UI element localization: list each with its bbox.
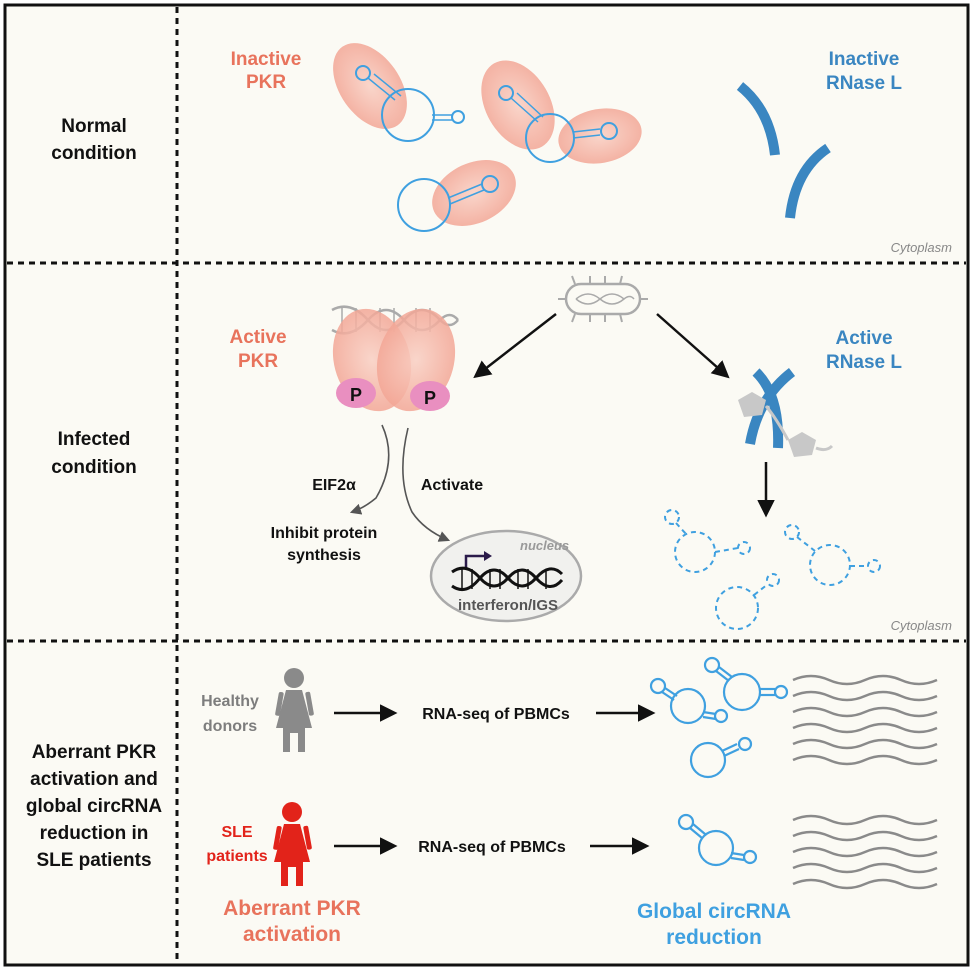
rnaseq-top-label: RNA-seq of PBMCs (422, 706, 570, 723)
cleaved-circrna-1 (664, 509, 751, 573)
row-label-sle-line4: reduction in (40, 823, 149, 844)
healthy-circrna-1 (649, 677, 729, 725)
inhibit-label-line1: Inhibit protein (271, 525, 378, 542)
nucleus: nucleus interferon/IGS (429, 529, 583, 623)
arrow-virus-to-rnase (656, 313, 730, 379)
row-label-normal-line1: Normal (61, 116, 126, 137)
inactive-pkr-complex-3 (397, 160, 516, 232)
active-pkr-label-line1: Active (229, 327, 286, 348)
cytoplasm-label-infected: Cytoplasm (891, 618, 953, 633)
normal-panel: Inactive PKR (231, 43, 953, 255)
healthy-person-icon (275, 668, 314, 752)
row-label-infected-line2: condition (51, 457, 136, 478)
row-label-sle-line1: Aberrant PKR (32, 742, 157, 763)
phospho-right-label: P (424, 388, 436, 408)
healthy-circrna-3 (689, 736, 753, 779)
aberrant-pkr-label-line2: activation (243, 923, 341, 946)
healthy-linear-rna-group (792, 674, 938, 766)
inactive-pkr-complex-2 (481, 60, 642, 164)
healthy-circrna-group (649, 656, 789, 779)
row-label-sle-line5: SLE patients (36, 850, 151, 871)
rnaseq-bottom-label: RNA-seq of PBMCs (418, 839, 566, 856)
eif2a-label: EIF2α (312, 477, 356, 494)
active-rnase-label-line1: Active (835, 328, 892, 349)
sle-patients-label-line2: patients (206, 848, 267, 865)
sle-circrna (677, 813, 758, 867)
inactive-rnase-label-line2: RNase L (826, 73, 902, 94)
inactive-rnase-monomer-2 (785, 143, 831, 219)
inactive-pkr-label-line1: Inactive (231, 49, 302, 70)
row-label-sle-line3: global circRNA (26, 796, 162, 817)
inactive-pkr-label-line2: PKR (246, 72, 286, 93)
activate-label: Activate (421, 477, 483, 494)
sle-person-icon (273, 802, 312, 886)
active-rnase-label-line2: RNase L (826, 352, 902, 373)
nucleus-label: nucleus (520, 538, 569, 553)
row-label-infected-line1: Infected (58, 429, 131, 450)
virus-icon (558, 275, 648, 323)
interferon-label: interferon/IGS (458, 597, 558, 614)
arrow-virus-to-pkr (473, 313, 557, 379)
global-reduction-label-line2: reduction (666, 926, 762, 949)
healthy-donors-label-line2: donors (203, 718, 257, 735)
inactive-rnase-label-line1: Inactive (829, 49, 900, 70)
arrow-pkr-to-eif2a (349, 424, 390, 515)
cleaved-circrna-2 (784, 524, 881, 586)
row-label-infected: Infected condition (51, 429, 136, 478)
phospho-left-label: P (350, 385, 362, 405)
inhibit-label-line2: synthesis (287, 547, 361, 564)
row-label-sle-line2: activation and (30, 769, 158, 790)
aberrant-pkr-label-line1: Aberrant PKR (223, 897, 361, 920)
infected-panel: Active PKR P P (229, 275, 953, 633)
inactive-pkr-complex-1 (333, 43, 465, 142)
active-pkr-label-line2: PKR (238, 351, 278, 372)
promoter-arrow-icon (464, 554, 484, 569)
healthy-circrna-2 (703, 656, 789, 712)
sle-patients-label-line1: SLE (221, 824, 252, 841)
cytoplasm-label-normal: Cytoplasm (891, 240, 953, 255)
sle-linear-rna-group (792, 814, 938, 890)
phospho-left (336, 378, 376, 408)
global-reduction-label-line1: Global circRNA (637, 900, 791, 923)
phospho-right (410, 381, 450, 411)
gene-dna-icon (451, 566, 564, 592)
sle-panel: Healthy donors RNA-seq of PBMCs (201, 656, 938, 949)
row-label-normal-line2: condition (51, 143, 136, 164)
active-rnase-dimer (738, 368, 834, 457)
row-label-sle: Aberrant PKR activation and global circR… (26, 742, 162, 871)
cleaved-circrna-group (664, 509, 881, 630)
inactive-rnase-monomer-1 (736, 82, 780, 156)
cleaved-circrna-3 (715, 573, 780, 630)
healthy-donors-label-line1: Healthy (201, 693, 259, 710)
row-label-normal: Normal condition (51, 116, 136, 164)
arrow-pkr-to-nucleus (402, 427, 451, 542)
